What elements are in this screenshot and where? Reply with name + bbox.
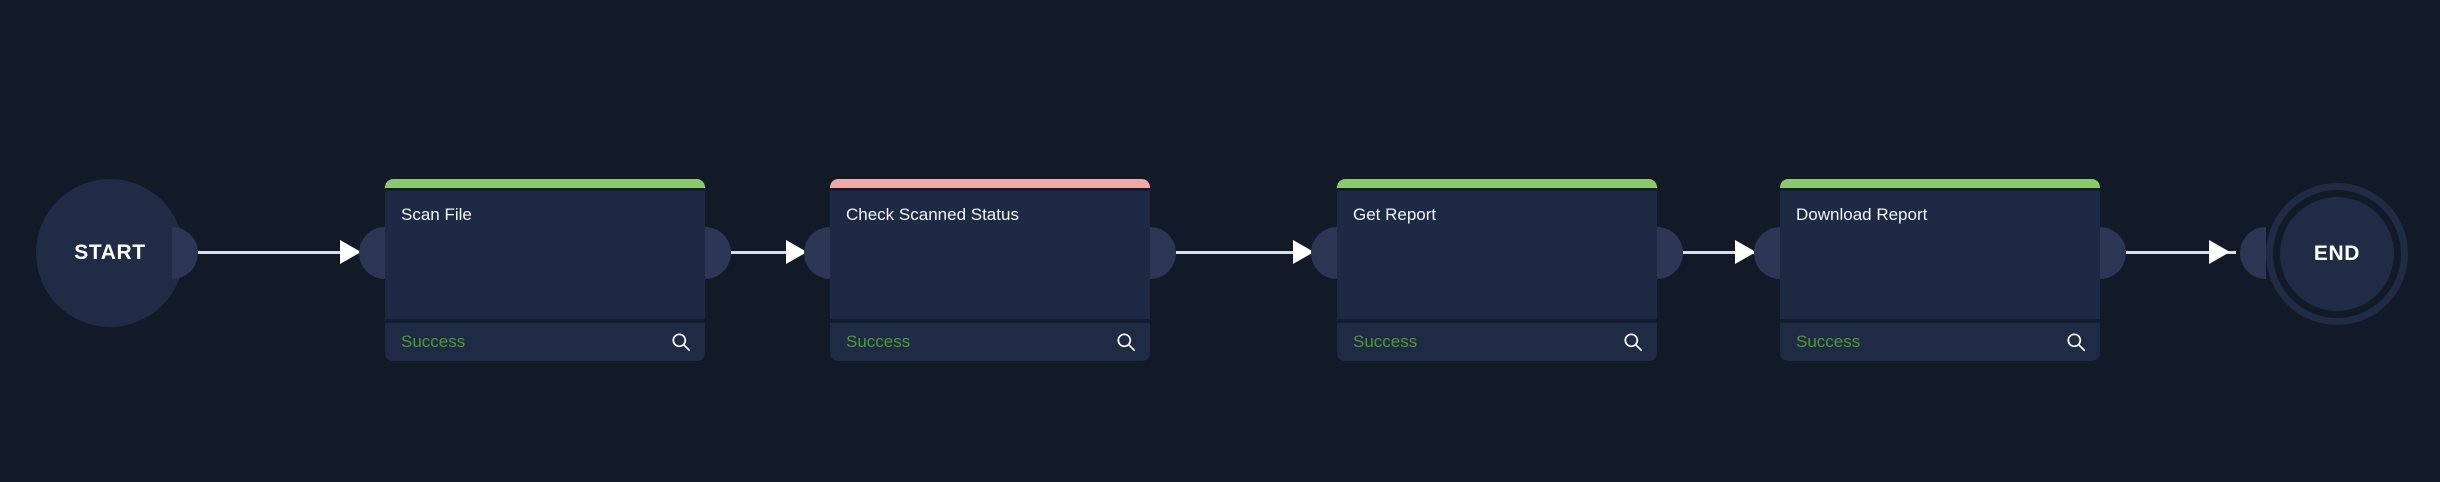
node-card-download-report[interactable]: Download Report Success bbox=[1780, 179, 2100, 361]
get-report-status: Success bbox=[1353, 332, 1418, 351]
search-icon[interactable] bbox=[1623, 332, 1643, 352]
edge-start-to-scan-file-arrowhead bbox=[340, 240, 361, 264]
get-report-body: Get Report bbox=[1337, 188, 1657, 319]
end-node[interactable]: END bbox=[2280, 197, 2394, 311]
get-report-title: Get Report bbox=[1353, 205, 1437, 224]
scan-file-input-handle[interactable] bbox=[359, 227, 385, 279]
search-icon[interactable] bbox=[2066, 332, 2086, 352]
edge-download-report-to-end-arrowhead bbox=[2209, 240, 2230, 264]
node-card-get-report[interactable]: Get Report Success bbox=[1337, 179, 1657, 361]
scan-file-body: Scan File bbox=[385, 188, 705, 319]
download-report-title: Download Report bbox=[1796, 205, 1928, 224]
scan-file-status: Success bbox=[401, 332, 466, 351]
end-node-label: END bbox=[2313, 242, 2361, 265]
scan-file-output-handle[interactable] bbox=[705, 227, 731, 279]
check-scanned-status-output-handle[interactable] bbox=[1150, 227, 1176, 279]
end-node-input-handle[interactable] bbox=[2240, 227, 2266, 279]
start-node[interactable]: START bbox=[36, 179, 184, 327]
start-node-output-handle[interactable] bbox=[172, 227, 198, 279]
download-report-body: Download Report bbox=[1780, 188, 2100, 319]
edge-check-scanned-status-to-get-report bbox=[1176, 251, 1336, 254]
edge-check-scanned-status-to-get-report-arrowhead bbox=[1293, 240, 1314, 264]
get-report-footer: Success bbox=[1337, 319, 1657, 361]
get-report-accent-bar bbox=[1337, 179, 1657, 188]
download-report-output-handle[interactable] bbox=[2100, 227, 2126, 279]
edge-get-report-to-download-report bbox=[1683, 251, 1775, 254]
search-icon[interactable] bbox=[671, 332, 691, 352]
edge-download-report-to-end bbox=[2126, 251, 2236, 254]
check-scanned-status-status: Success bbox=[846, 332, 911, 351]
check-scanned-status-accent-bar bbox=[830, 179, 1150, 188]
node-card-check-scanned-status[interactable]: Check Scanned Status Success bbox=[830, 179, 1150, 361]
edge-start-to-scan-file bbox=[198, 251, 348, 254]
get-report-input-handle[interactable] bbox=[1311, 227, 1337, 279]
scan-file-accent-bar bbox=[385, 179, 705, 188]
node-card-scan-file[interactable]: Scan File Success bbox=[385, 179, 705, 361]
edge-scan-file-to-check-scanned-status-arrowhead bbox=[786, 240, 807, 264]
scan-file-footer: Success bbox=[385, 319, 705, 361]
download-report-accent-bar bbox=[1780, 179, 2100, 188]
download-report-footer: Success bbox=[1780, 319, 2100, 361]
get-report-output-handle[interactable] bbox=[1657, 227, 1683, 279]
end-node-ring[interactable] bbox=[2266, 183, 2408, 325]
check-scanned-status-input-handle[interactable] bbox=[804, 227, 830, 279]
search-icon[interactable] bbox=[1116, 332, 1136, 352]
check-scanned-status-body: Check Scanned Status bbox=[830, 188, 1150, 319]
check-scanned-status-title: Check Scanned Status bbox=[846, 205, 1019, 224]
download-report-input-handle[interactable] bbox=[1754, 227, 1780, 279]
start-node-label: START bbox=[74, 241, 146, 264]
check-scanned-status-footer: Success bbox=[830, 319, 1150, 361]
scan-file-title: Scan File bbox=[401, 205, 472, 224]
download-report-status: Success bbox=[1796, 332, 1861, 351]
edge-get-report-to-download-report-arrowhead bbox=[1735, 240, 1756, 264]
